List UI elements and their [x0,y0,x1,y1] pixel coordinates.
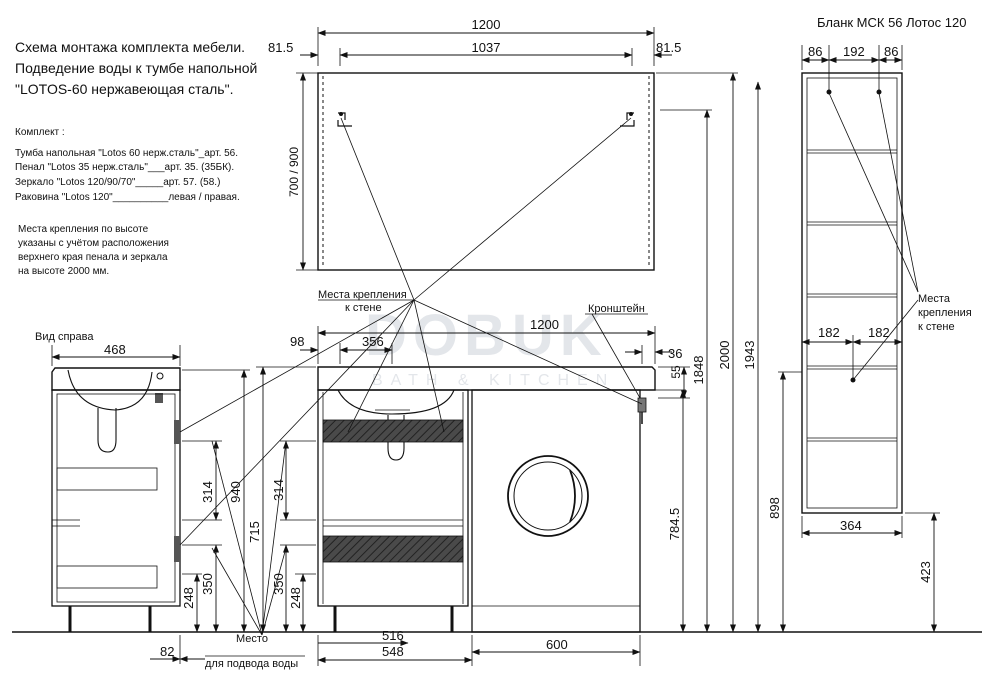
dim-label: 600 [546,637,568,652]
dim-label: 82 [160,644,174,659]
dim-label: 516 [382,628,404,643]
dim-label: 36 [668,346,682,361]
tall-cabinet-body [801,72,903,514]
dim-label: 1037 [472,40,501,55]
sink-basin [337,389,455,415]
note-line: Места крепления по высоте [18,224,149,235]
watermark: DOBUK BATH & KITCHEN [365,303,615,389]
dim-label: 468 [104,342,126,357]
dim-label: 715 [247,521,262,543]
dim-label: 898 [767,497,782,519]
cabinet-shelf-hatched [323,536,463,562]
dim-label: 548 [382,644,404,659]
side-mount-block [174,536,180,562]
dim-label: 364 [840,518,862,533]
bracket-label: Кронштейн [588,303,645,315]
mirror: 1200 1037 81.5 81.5 700 / 900 [268,17,681,271]
mirror-frame [317,72,655,271]
front-view: 1200 98 356 36 55 715 314 350 248 [247,72,802,666]
note-line: указаны с учётом расположения [18,238,169,249]
dim-label: 314 [200,481,215,503]
dim-label: 81.5 [656,40,681,55]
title-line: "LOTOS-60 нержавеющая сталь". [15,81,233,97]
kit-item: Раковина "Lotos 120"__________левая / пр… [15,192,240,203]
sink-siphon [387,415,405,461]
tall-cabinet: 86 192 86 182 182 364 423 Места креплени… [801,44,972,633]
watermark-sub: BATH & KITCHEN [372,372,615,389]
dim-label: 1943 [742,341,757,370]
kit-item: Пенал "Lotos 35 нерж.сталь"___арт. 35. (… [15,162,234,173]
callouts: Места крепления к стене Кронштейн Место … [179,117,648,670]
side-view-label: Вид справа [35,331,94,343]
dim-label: 248 [288,587,303,609]
title-line: Подведение воды к тумбе напольной [15,60,257,76]
dim-label: 1848 [691,356,706,385]
side-view: Вид справа 468 940 314 350 [35,331,250,664]
kit-heading: Комплект : [15,127,65,138]
cabinet-body [317,389,469,607]
note-line: верхнего края пенала и зеркала [18,252,168,263]
side-sink-profile [51,367,181,391]
washing-machine [471,389,641,633]
dim-label: 248 [181,587,196,609]
dim-label: 1200 [472,17,501,32]
dim-label: 423 [918,561,933,583]
tall-mount-label: к стене [918,321,955,333]
dim-label: 98 [290,334,304,349]
dim-label: 1200 [530,317,559,332]
sink-slab [317,366,656,391]
wall-mount-label: Места крепления [318,289,407,301]
tall-mount-label: Места [918,293,951,305]
dim-label: 784.5 [667,508,682,541]
bracket [637,397,647,413]
note-line: на высоте 2000 мм. [18,266,109,277]
form-title: Бланк МСК 56 Лотос 120 [817,15,966,30]
dim-label: 182 [818,325,840,340]
cabinet-shelf-hatched [323,420,463,442]
dim-label: 86 [808,44,822,59]
dim-label: 314 [271,479,286,501]
dim-label: 55 [669,365,683,379]
kit-item: Тумба напольная "Lotos 60 нерж.сталь"_ар… [15,147,238,159]
mount-point [876,89,882,95]
dim-label: 700 / 900 [287,147,301,197]
mirror-hook-dot [629,112,633,116]
dim-label: 81.5 [268,40,293,55]
dim-label: 940 [228,481,243,503]
tall-mount-label: крепления [918,307,972,319]
title-line: Схема монтажа комплекта мебели. [15,39,245,55]
title-block: Схема монтажа комплекта мебели. Подведен… [15,39,257,277]
dim-label: 2000 [717,341,732,370]
dim-label: 86 [884,44,898,59]
mirror-hook-dot [339,112,343,116]
dim-label: 192 [843,44,865,59]
dim-label: 350 [200,573,215,595]
dim-label: 182 [868,325,890,340]
water-label: для подвода воды [205,658,298,670]
kit-item: Зеркало "Lotos 120/90/70"_____арт. 57. (… [15,177,220,188]
washer-door [507,455,589,537]
mount-point [826,89,832,95]
dim-label: 356 [362,334,384,349]
wall-mount-label: к стене [345,302,382,314]
water-label: Место [236,633,268,645]
side-mount-block [174,420,180,444]
